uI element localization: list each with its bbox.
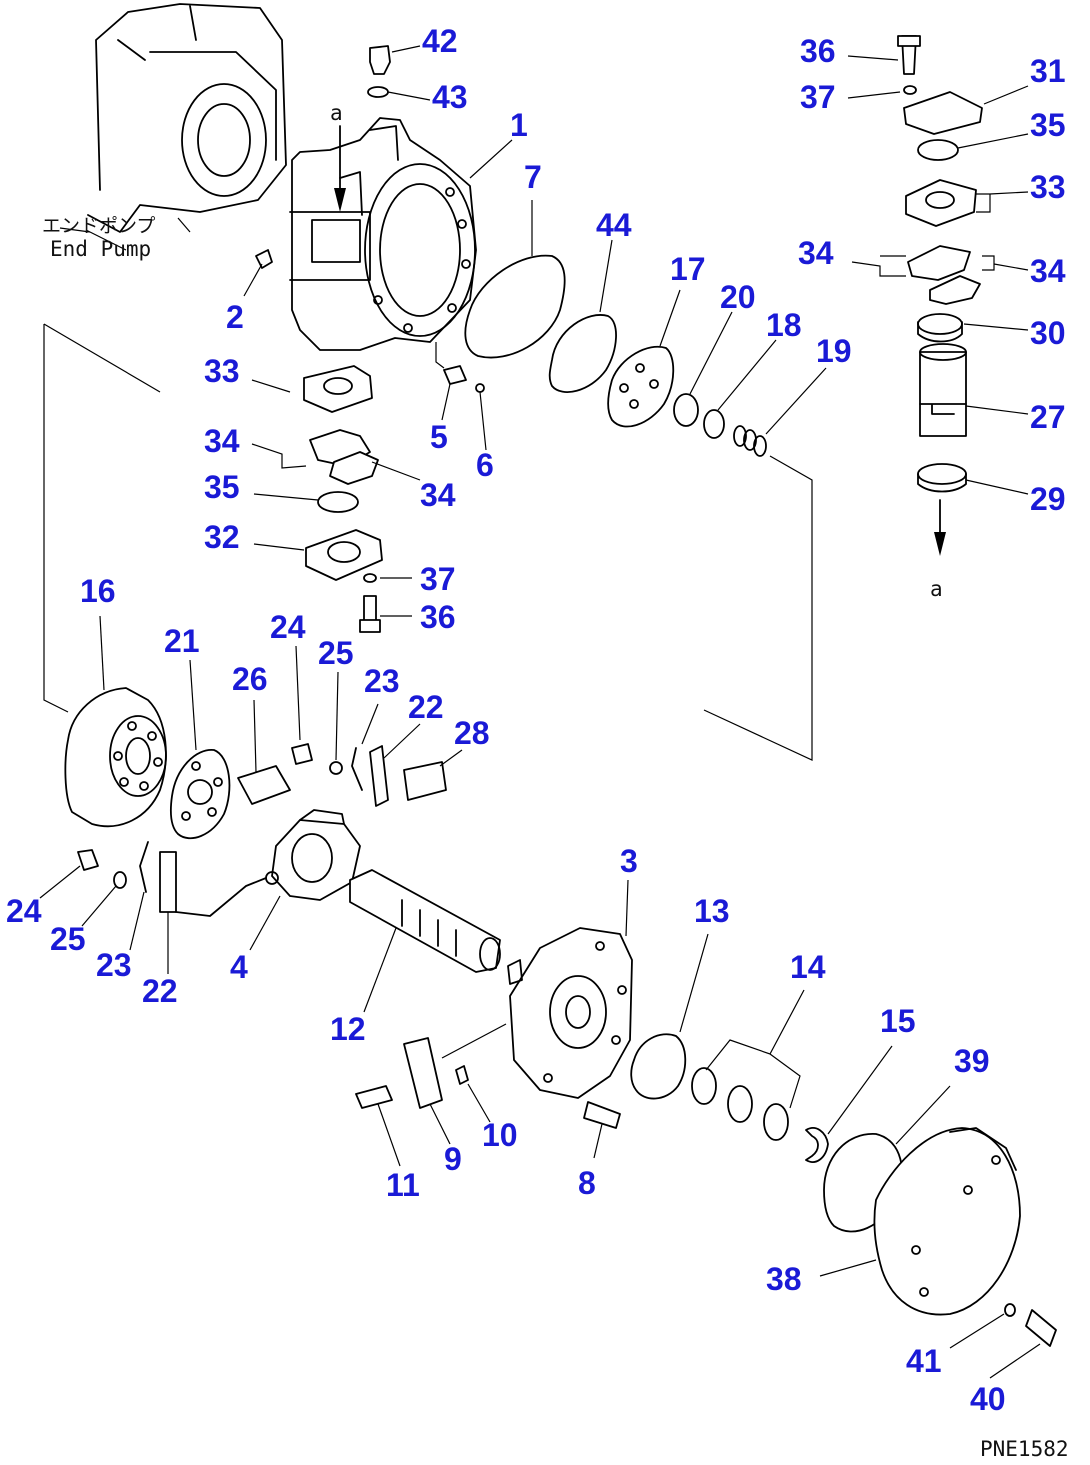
callout-1: 1: [510, 107, 528, 143]
callout-23-upper: 23: [364, 663, 400, 699]
callout-4: 4: [230, 949, 248, 985]
housing-38-part: [873, 1127, 1021, 1316]
end-pump-label-jp: エンドポンプ: [42, 215, 155, 237]
leader-lines: [39, 45, 1041, 1379]
guide-26-part: [237, 765, 291, 805]
callout-12: 12: [330, 1011, 366, 1047]
callout-8: 8: [578, 1165, 596, 1201]
end-cover-3-part: [507, 927, 633, 1099]
callout-23-lower: 23: [96, 947, 132, 983]
callout-32: 32: [204, 519, 240, 555]
callout-38: 38: [766, 1261, 802, 1297]
callout-33-right: 33: [1030, 169, 1066, 205]
callout-2: 2: [226, 299, 244, 335]
callout-36-left: 36: [420, 599, 456, 635]
callout-31: 31: [1030, 53, 1066, 89]
callout-22-upper: 22: [408, 689, 444, 725]
left-servo-stack-part: [303, 365, 383, 633]
retainer-21-part: [170, 749, 231, 840]
washer-18-part: [703, 409, 725, 439]
callout-44: 44: [596, 207, 632, 243]
valve-body-part: [289, 117, 477, 351]
callout-42: 42: [422, 23, 458, 59]
valve-plate-17-part: [607, 345, 675, 428]
pin-5-part: [443, 365, 467, 385]
end-pump-part: [59, 3, 287, 251]
callout-27: 27: [1030, 399, 1066, 435]
drawing-lines: [39, 3, 1057, 1379]
callout-3: 3: [620, 843, 638, 879]
right-servo-stack-part: [897, 35, 983, 493]
bearing-13-part: [630, 1033, 687, 1100]
reference-a-right: a: [930, 577, 943, 601]
callout-labels: 42 43 1 7 44 17 20 18 19 2 5 6 33 34 34 …: [6, 23, 1066, 1417]
washer-20-part: [673, 393, 699, 427]
callout-20: 20: [720, 279, 756, 315]
o-ring-7-part: [464, 254, 566, 359]
callout-24-upper: 24: [270, 609, 306, 645]
end-pump-label-en: End Pump: [50, 237, 151, 261]
snap-ring-15-part: [805, 1127, 829, 1163]
callout-26: 26: [232, 661, 268, 697]
callout-37-right: 37: [800, 79, 836, 115]
reference-a-top: a: [330, 101, 343, 125]
callout-5: 5: [430, 419, 448, 455]
callout-30: 30: [1030, 315, 1066, 351]
plug-2-part: [255, 249, 273, 269]
callout-35-right: 35: [1030, 107, 1066, 143]
assembly-axis-lines: [43, 323, 813, 761]
callout-19: 19: [816, 333, 852, 369]
callout-17: 17: [670, 251, 706, 287]
callout-39: 39: [954, 1043, 990, 1079]
callout-22-lower: 22: [142, 973, 178, 1009]
callout-7: 7: [524, 159, 542, 195]
callout-24-lower: 24: [6, 893, 42, 929]
callout-21: 21: [164, 623, 200, 659]
callout-18: 18: [766, 307, 802, 343]
shaft-12-part: [349, 869, 501, 973]
callout-6: 6: [476, 447, 494, 483]
callout-34-right-b: 34: [1030, 253, 1066, 289]
callout-33-left: 33: [204, 353, 240, 389]
drawing-code: PNE1582: [980, 1437, 1069, 1461]
cylinder-block-16-part: [64, 687, 167, 828]
ring-44-part: [548, 314, 617, 393]
callout-14: 14: [790, 949, 826, 985]
callout-28: 28: [454, 715, 490, 751]
callout-25-upper: 25: [318, 635, 354, 671]
callout-29: 29: [1030, 481, 1066, 517]
callout-13: 13: [694, 893, 730, 929]
o-ring-43-part: [367, 86, 389, 98]
callout-35-left: 35: [204, 469, 240, 505]
callout-16: 16: [80, 573, 116, 609]
callout-36-right: 36: [800, 33, 836, 69]
callout-43: 43: [432, 79, 468, 115]
callout-34-left-a: 34: [204, 423, 240, 459]
plate-9-part: [403, 1037, 443, 1109]
plug-42-part: [369, 45, 391, 75]
spring-19-part: [733, 425, 767, 457]
ring-6-part: [475, 383, 485, 393]
callout-15: 15: [880, 1003, 916, 1039]
callout-11: 11: [386, 1167, 420, 1203]
callout-41: 41: [906, 1343, 942, 1379]
callout-37-left: 37: [420, 561, 456, 597]
callout-10: 10: [482, 1117, 518, 1153]
callout-25-lower: 25: [50, 921, 86, 957]
callout-9: 9: [444, 1141, 462, 1177]
callout-40: 40: [970, 1381, 1006, 1417]
callout-34-right-a: 34: [798, 235, 834, 271]
swash-plate-4-part: [265, 809, 361, 901]
callout-34-left-b: 34: [420, 477, 456, 513]
